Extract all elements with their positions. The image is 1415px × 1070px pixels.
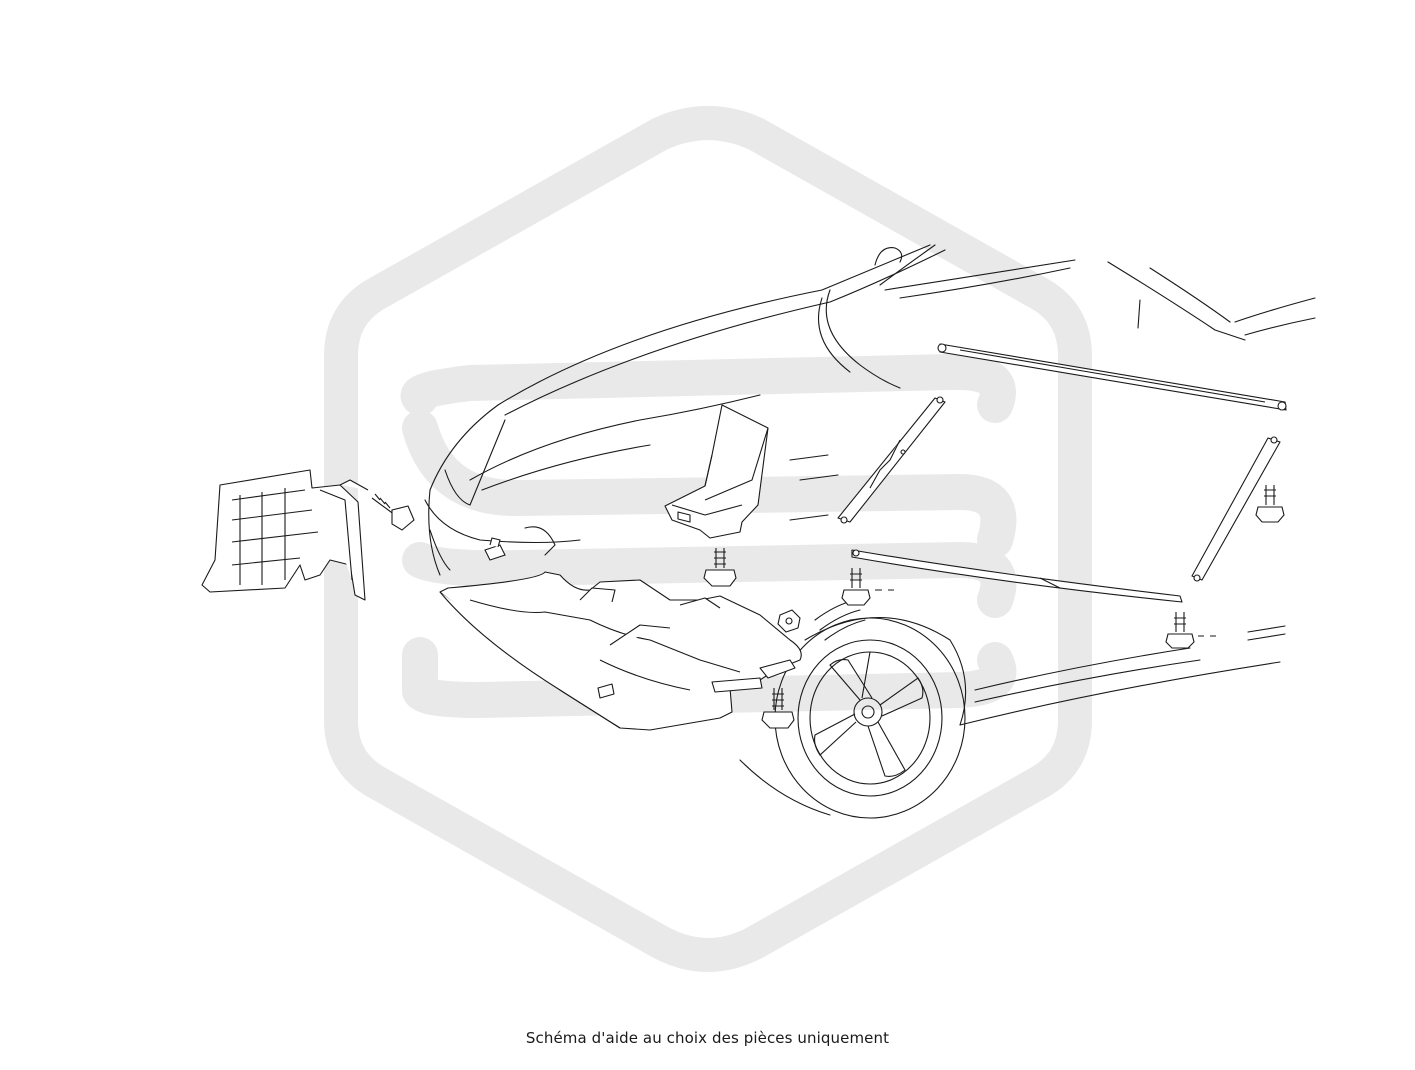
mounting-bracket (664, 404, 769, 539)
a-pillar (1107, 261, 1246, 341)
liner-outline (201, 469, 366, 601)
side-panel-2 (799, 474, 839, 481)
liner-grid-h1 (231, 489, 306, 501)
side-panel-3 (789, 514, 829, 521)
headlight-lower (481, 444, 651, 491)
wheel-spoke-4 (814, 713, 857, 756)
car-body-outline (424, 244, 1316, 816)
rocker-panel-2 (974, 659, 1201, 703)
motion-stroke-3 (824, 619, 866, 641)
wheel-spoke-2 (879, 677, 924, 717)
hood-edge (497, 244, 931, 406)
headlight-outline (469, 394, 761, 481)
shield-inner-2 (609, 624, 671, 646)
rocker-panel-3 (959, 661, 1281, 726)
fender-curve-2 (818, 297, 851, 373)
door-line (1137, 299, 1141, 329)
liner-grid-h4 (231, 557, 301, 566)
lower-body (739, 759, 831, 816)
windshield-line-2 (899, 267, 1071, 299)
bracket-fold-2 (704, 427, 769, 501)
watermark-stripe-top (400, 353, 1016, 423)
bracket-base (671, 504, 743, 516)
shield-inner-3 (599, 659, 691, 691)
cross-brace-lower (851, 549, 1183, 603)
bracket-slot (677, 511, 691, 523)
a-pillar-2 (1149, 267, 1231, 323)
screw-large-icon (371, 493, 415, 531)
shield-rear-tab (759, 659, 796, 679)
bolt-icon (1255, 485, 1285, 523)
strut-diagonal-right (1191, 436, 1281, 582)
strut-diagonal-left (837, 396, 946, 524)
shield-inner-1 (469, 599, 741, 673)
rocker-end (1247, 625, 1286, 633)
watermark-hexagon (324, 106, 1092, 972)
nut-icon (777, 609, 801, 633)
mirror-outline (874, 247, 903, 266)
bracket-fold (704, 454, 713, 487)
rocker-end-2 (1247, 633, 1286, 641)
shield-rib-2 (679, 597, 721, 609)
wheel-spoke-3 (867, 721, 906, 777)
bolt-icon (1165, 612, 1195, 649)
hexagon-logo-watermark (324, 106, 1092, 972)
wheel-arch-liner (201, 469, 369, 601)
bumper-fog (429, 529, 451, 571)
tire-inner (797, 639, 943, 797)
shield-clip-slot (597, 683, 615, 699)
liner-leader-line (339, 479, 369, 491)
wheel-center-cap (861, 705, 875, 719)
clip-icon (484, 537, 506, 561)
watermark-stripe-bottom (402, 637, 1017, 718)
shield-rear-tab-2 (711, 677, 763, 693)
side-panel (789, 454, 829, 461)
liner-grid-h2 (231, 509, 313, 521)
bumper-nose (444, 419, 506, 506)
shield-rib (579, 587, 616, 603)
liner-grid-h3 (231, 531, 319, 543)
watermark-stripe-mid (402, 410, 1017, 558)
diagram-caption: Schéma d'aide au choix des pièces unique… (525, 1029, 890, 1047)
bumper-intake (524, 526, 556, 556)
shield-front-lip (439, 591, 621, 729)
rocker-panel (974, 647, 1191, 691)
wheel-spoke-5 (861, 651, 871, 699)
bolt-icon (841, 568, 871, 606)
bumper-upper (428, 404, 499, 576)
windshield-line (884, 259, 1076, 291)
bumper-face (424, 499, 581, 544)
wheel-arch (804, 617, 967, 726)
liner-flange (319, 489, 353, 581)
dash-markers (875, 589, 1216, 637)
wheel-spoke-1 (829, 659, 873, 701)
motion-stroke-2 (819, 609, 861, 631)
roof-line-2 (1244, 317, 1316, 336)
engine-underbody-shield (439, 571, 802, 731)
bolt-icon (703, 548, 737, 587)
fender-curve (825, 289, 901, 389)
front-wheel (774, 617, 966, 819)
roof-line (1234, 297, 1316, 323)
cowl-line (879, 244, 936, 286)
cross-brace-upper (937, 343, 1287, 411)
bolt-icon (761, 688, 795, 729)
